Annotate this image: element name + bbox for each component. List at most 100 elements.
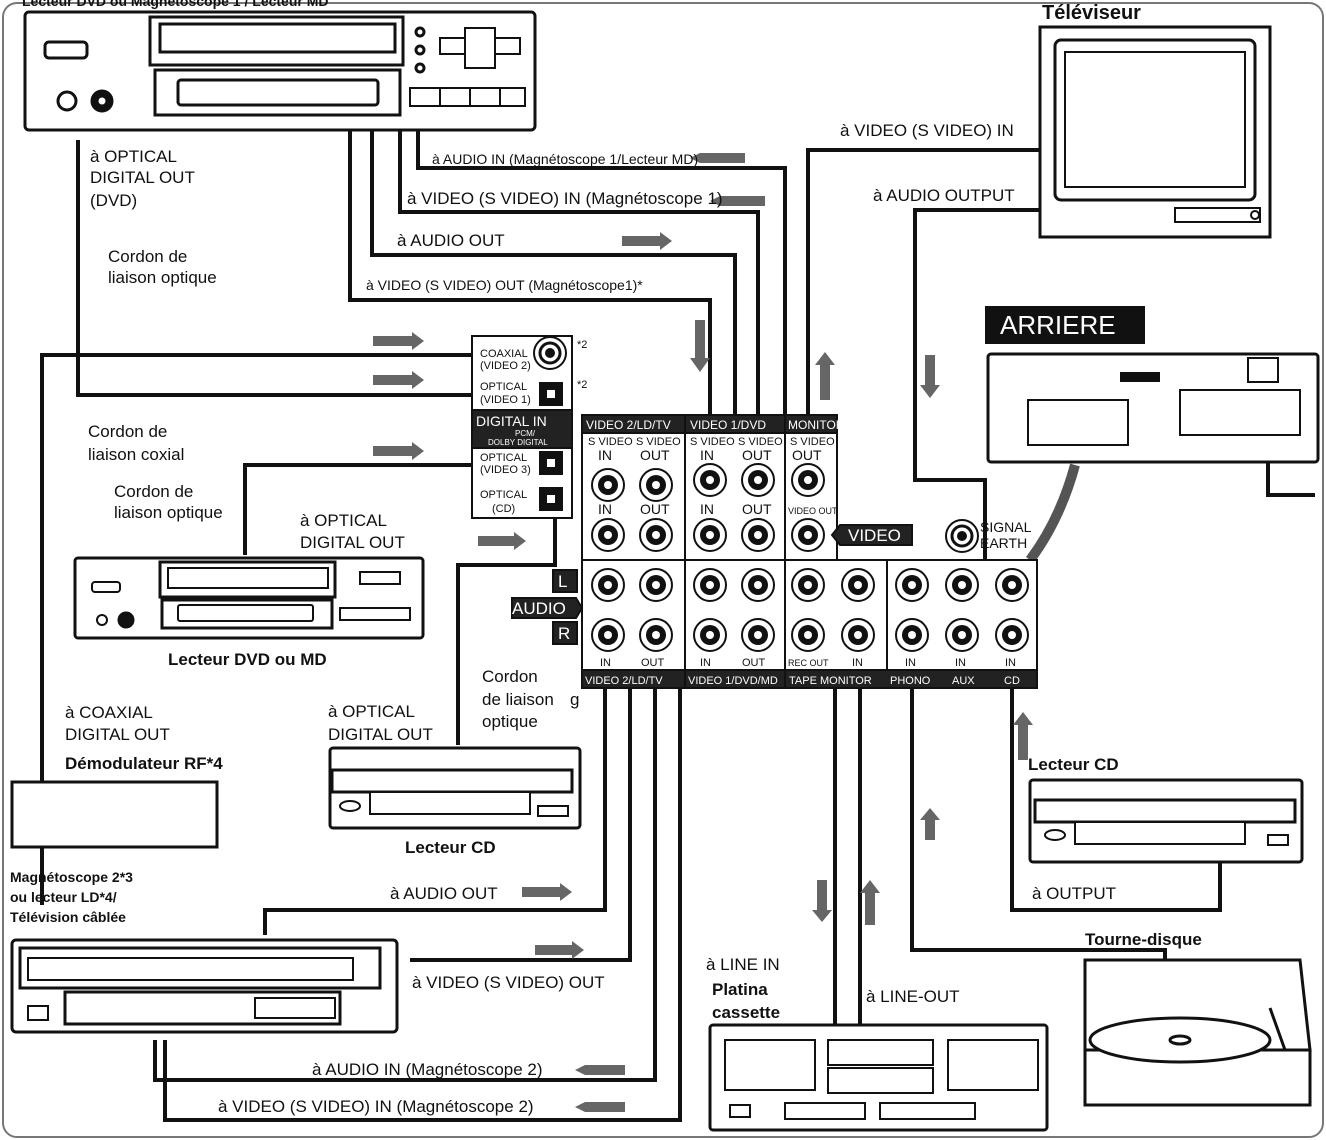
label-video-out-vcr1: à VIDEO (S VIDEO) OUT (Magnétoscope1)* xyxy=(366,277,643,293)
label-r: R xyxy=(558,624,570,643)
rf-demod-title: Démodulateur RF*4 xyxy=(65,754,223,773)
vcr2-title-3: Télévision câblée xyxy=(10,909,126,925)
label-out-2: OUT xyxy=(742,447,772,463)
label-audio-out: à AUDIO OUT xyxy=(397,231,505,250)
label-to-optical-dvd: à OPTICAL xyxy=(90,147,177,166)
note-2a: *2 xyxy=(577,339,587,351)
tv-title: Téléviseur xyxy=(1042,2,1141,24)
labels: Lecteur DVD ou Magnétoscope 1 / Lecteur … xyxy=(10,0,1202,1116)
label-out-6: OUT xyxy=(641,657,665,669)
rear-panel xyxy=(985,306,1320,563)
cd-left-title: Lecteur CD xyxy=(405,838,496,857)
label-dolby: DOLBY DIGITAL xyxy=(488,438,548,447)
vcr2-title-1: Magnétoscope 2*3 xyxy=(10,869,133,885)
cd-player-right xyxy=(1028,778,1304,864)
label-in-2: IN xyxy=(700,447,714,463)
label-line-out: à LINE-OUT xyxy=(866,987,960,1006)
label-cd-opt: (CD) xyxy=(492,503,515,515)
label-out-3: OUT xyxy=(792,447,822,463)
label-cord-optical-2a: Cordon de xyxy=(114,482,193,501)
label-svideo-2: S VIDEO xyxy=(636,436,681,448)
label-coaxial-1: à COAXIAL xyxy=(65,703,153,722)
rf-demodulator xyxy=(10,780,219,849)
arrows xyxy=(373,153,1033,1112)
label-video-out-mon: VIDEO OUT xyxy=(788,506,838,516)
label-coaxial-2: DIGITAL OUT xyxy=(65,725,170,744)
label-video3: (VIDEO 3) xyxy=(480,464,531,476)
label-cordon-c: optique xyxy=(482,712,538,731)
label-cord-optical-1a: Cordon de xyxy=(108,247,187,266)
label-out-5: OUT xyxy=(742,501,772,517)
label-in-6: IN xyxy=(700,657,711,669)
label-cord-coax-a: Cordon de xyxy=(88,422,167,441)
label-signal: SIGNAL xyxy=(980,519,1032,535)
top-device-title: Lecteur DVD ou Magnétoscope 1 / Lecteur … xyxy=(22,0,329,9)
tv xyxy=(1038,25,1272,239)
label-svideo-4: S VIDEO xyxy=(738,436,783,448)
label-cordon-a: Cordon xyxy=(482,667,538,686)
label-audio-in-vcr2: à AUDIO IN (Magnétoscope 2) xyxy=(312,1060,543,1079)
cd-right-title: Lecteur CD xyxy=(1028,755,1119,774)
label-audio-in-vcr1: à AUDIO IN (Magnétoscope 1/Lecteur MD) xyxy=(432,151,698,167)
label-pcm: PCM/ xyxy=(515,429,536,438)
label-coaxial: COAXIAL xyxy=(480,348,528,360)
label-svideo-5: S VIDEO xyxy=(790,436,835,448)
label-b-aux: AUX xyxy=(952,675,975,687)
tape-title-2: cassette xyxy=(712,1003,780,1022)
label-l: L xyxy=(558,572,567,591)
label-b-video1: VIDEO 1/DVD/MD xyxy=(688,675,778,687)
label-b-phono: PHONO xyxy=(890,675,931,687)
label-optical-v3: OPTICAL xyxy=(480,452,527,464)
vcr2-device xyxy=(10,938,399,1034)
label-cord-optical-1b: liaison optique xyxy=(108,268,217,287)
label-out-7: OUT xyxy=(742,657,766,669)
label-optical-v1: OPTICAL xyxy=(480,381,527,393)
label-vg3: MONITOR xyxy=(788,418,845,432)
label-output: à OUTPUT xyxy=(1032,884,1116,903)
label-in-4: IN xyxy=(700,501,714,517)
dvd-md-device xyxy=(73,556,425,640)
label-video-in-tv: à VIDEO (S VIDEO) IN xyxy=(840,121,1014,140)
label-optical-cd-2: DIGITAL OUT xyxy=(328,725,433,744)
label-video-in-vcr2: à VIDEO (S VIDEO) IN (Magnétoscope 2) xyxy=(218,1097,534,1116)
label-out-4: OUT xyxy=(640,501,670,517)
label-optical-cd: OPTICAL xyxy=(480,489,527,501)
label-b-tape: TAPE MONITOR xyxy=(789,675,872,687)
label-vg1: VIDEO 2/LD/TV xyxy=(586,418,671,432)
cd-player-left xyxy=(328,746,582,830)
label-in-10: IN xyxy=(1005,657,1016,669)
label-b-cd: CD xyxy=(1004,675,1020,687)
label-video1: (VIDEO 1) xyxy=(480,394,531,406)
label-video-in-vcr1: à VIDEO (S VIDEO) IN (Magnétoscope 1) xyxy=(407,189,723,208)
turntable xyxy=(1083,958,1312,1107)
label-earth: EARTH xyxy=(980,535,1027,551)
label-audio-out-2: à AUDIO OUT xyxy=(390,884,498,903)
label-optical-md-2: DIGITAL OUT xyxy=(300,533,405,552)
label-cord-optical-2b: liaison optique xyxy=(114,503,223,522)
label-video-out-2: à VIDEO (S VIDEO) OUT xyxy=(412,973,605,992)
dvd-md-title: Lecteur DVD ou MD xyxy=(168,650,327,669)
label-in-8: IN xyxy=(905,657,916,669)
label-svideo-1: S VIDEO xyxy=(588,436,633,448)
label-in-5: IN xyxy=(600,657,611,669)
label-digital-out-dvd: DIGITAL OUT xyxy=(90,168,195,187)
label-video-tag: VIDEO xyxy=(848,526,901,545)
label-audio-output-tv: à AUDIO OUTPUT xyxy=(873,186,1015,205)
label-vg2: VIDEO 1/DVD xyxy=(690,418,766,432)
label-audio-tag: AUDIO xyxy=(512,599,566,618)
tape-deck xyxy=(708,1023,1049,1132)
top-device xyxy=(23,10,537,132)
arriere-title: ARRIERE xyxy=(1000,310,1116,340)
label-optical-cd-1: à OPTICAL xyxy=(328,702,415,721)
label-optical-md-1: à OPTICAL xyxy=(300,511,387,530)
label-cordon-g: g xyxy=(570,690,579,709)
vcr2-title-2: ou lecteur LD*4/ xyxy=(10,889,117,905)
digital-in-panel xyxy=(471,335,573,519)
turntable-title: Tourne-disque xyxy=(1085,930,1202,949)
note-2b: *2 xyxy=(577,379,587,391)
tape-title-1: Platina xyxy=(712,980,768,999)
label-cord-coax-b: liaison coxial xyxy=(88,445,184,464)
label-in-9: IN xyxy=(955,657,966,669)
